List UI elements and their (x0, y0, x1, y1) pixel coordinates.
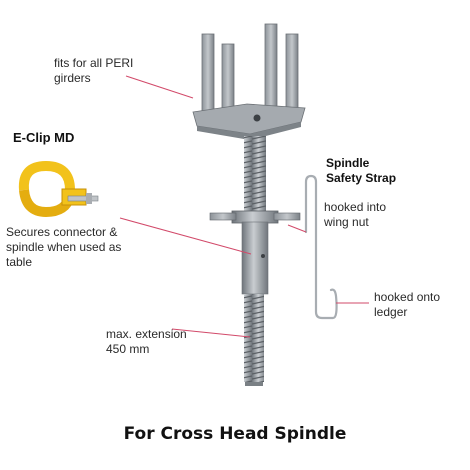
label-hooked-wing-nut: hooked into wing nut (324, 200, 387, 229)
spindle-tube (241, 221, 269, 295)
label-eclip-title: E-Clip MD (13, 130, 75, 145)
upper-threaded-spindle (244, 136, 266, 212)
label-hooked-ledger: hooked onto ledger (374, 290, 441, 319)
safety-strap (304, 174, 338, 320)
leader-eclip (119, 217, 252, 255)
lower-threaded-spindle (244, 294, 264, 382)
leader-extension (171, 328, 251, 338)
label-max-extension: max. extension 450 mm (106, 327, 187, 356)
cross-head (192, 23, 306, 140)
leader-wing-nut (287, 224, 307, 233)
label-strap-title: Spindle Safety Strap (326, 156, 397, 185)
leader-girders (125, 75, 194, 99)
wing-nut (209, 210, 301, 224)
caption: For Cross Head Spindle (123, 424, 347, 444)
label-eclip-desc: Secures connector & spindle when used as… (6, 225, 122, 269)
e-clip-md-image (18, 160, 99, 218)
label-fits-girders: fits for all PERI girders (54, 56, 134, 85)
